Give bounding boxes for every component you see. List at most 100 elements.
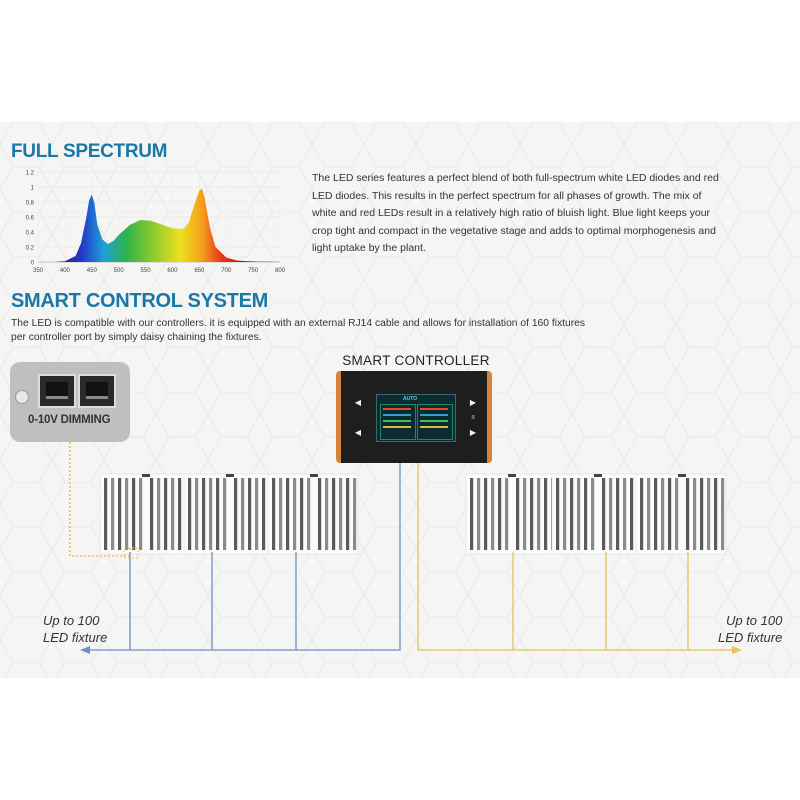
right-fixture-count-label: Up to 100 LED fixture	[718, 612, 782, 646]
controller-right-arrow-button[interactable]: ▶	[469, 428, 477, 437]
spectrum-description: The LED series features a perfect blend …	[312, 170, 792, 258]
led-bar	[470, 478, 474, 550]
controller-left-arrow-button[interactable]: ◀	[354, 428, 362, 437]
smart-control-intro: The LED is compatible with our controlle…	[11, 317, 611, 345]
led-bar	[300, 478, 304, 550]
fixture-driver	[310, 474, 318, 477]
fixture-driver	[226, 474, 234, 477]
led-bar	[675, 478, 679, 550]
led-bar	[693, 478, 697, 550]
led-bar	[216, 478, 220, 550]
x-tick-label: 450	[87, 268, 98, 274]
led-bar	[623, 478, 627, 550]
x-tick-label: 750	[248, 268, 259, 274]
led-bar	[714, 478, 718, 550]
led-bar	[700, 478, 704, 550]
led-bar	[241, 478, 245, 550]
led-bar	[346, 478, 350, 550]
smart-control-heading: SMART CONTROL SYSTEM	[11, 290, 268, 312]
led-bar	[686, 478, 690, 550]
led-bar	[188, 478, 192, 550]
fixture-driver	[142, 474, 150, 477]
controller-menu-button[interactable]: ≡	[471, 415, 475, 421]
led-bar	[286, 478, 290, 550]
led-bar	[556, 478, 560, 550]
led-bar	[157, 478, 161, 550]
led-bar	[223, 478, 227, 550]
description-line: LED diodes. This results in the perfect …	[312, 189, 702, 202]
led-bar	[111, 478, 115, 550]
description-line: The LED series features a perfect blend …	[312, 172, 719, 184]
led-bar	[209, 478, 213, 550]
led-bar	[516, 478, 520, 550]
led-bar	[591, 478, 595, 550]
led-fixture	[551, 473, 643, 555]
x-tick-label: 600	[167, 268, 178, 274]
x-tick-label: 800	[275, 268, 286, 274]
led-fixture	[267, 473, 359, 555]
led-bar	[570, 478, 574, 550]
tag-line: LED fixture	[718, 630, 783, 645]
controller-left-arrow-button[interactable]: ◀	[354, 398, 362, 407]
led-bar	[505, 478, 509, 550]
port-screw	[15, 390, 29, 404]
led-bar	[484, 478, 488, 550]
screen-status: AUTO	[403, 396, 418, 402]
description-line: crop tight and compact in the vegetative…	[312, 224, 716, 237]
controller-right-arrow-button[interactable]: ▶	[469, 398, 477, 407]
led-bar	[668, 478, 672, 550]
led-bar	[577, 478, 581, 550]
led-bar	[262, 478, 266, 550]
led-bar	[171, 478, 175, 550]
led-bar	[325, 478, 329, 550]
y-tick-label: 0.4	[26, 231, 35, 237]
led-bar	[202, 478, 206, 550]
fixture-driver	[678, 474, 686, 477]
led-bar	[339, 478, 343, 550]
rj14-port-icon[interactable]	[78, 374, 116, 408]
y-tick-label: 0.6	[26, 216, 35, 222]
led-bar	[498, 478, 502, 550]
led-bar	[164, 478, 168, 550]
led-bar	[248, 478, 252, 550]
led-bar	[537, 478, 541, 550]
led-bar	[104, 478, 108, 550]
led-bar	[707, 478, 711, 550]
intro-line: per controller port by simply daisy chai…	[11, 332, 262, 343]
rj14-port-icon[interactable]	[38, 374, 76, 408]
intro-line: The LED is compatible with our controlle…	[11, 318, 586, 329]
y-tick-label: 1.2	[26, 171, 35, 177]
smart-controller: ◀ ◀ ▶ ▶ ≡ AUTO	[336, 371, 492, 463]
led-fixture	[183, 473, 275, 555]
led-bar	[139, 478, 143, 550]
x-tick-label: 700	[221, 268, 232, 274]
dimming-port-module	[10, 362, 130, 442]
x-tick-label: 500	[114, 268, 125, 274]
port-label: 0-10V DIMMING	[28, 414, 111, 426]
led-bar	[523, 478, 527, 550]
led-fixture	[465, 473, 557, 555]
led-bar	[272, 478, 276, 550]
led-bar	[293, 478, 297, 550]
led-bar	[654, 478, 658, 550]
led-bar	[332, 478, 336, 550]
led-bar	[530, 478, 534, 550]
led-bar	[584, 478, 588, 550]
description-line: light uptake by the plant.	[312, 242, 426, 254]
fixture-driver	[508, 474, 516, 477]
description-line: white and red LEDs result in a relativel…	[312, 207, 711, 219]
x-tick-label: 550	[141, 268, 152, 274]
left-fixture-count-label: Up to 100 LED fixture	[43, 612, 107, 646]
led-bar	[150, 478, 154, 550]
led-bar	[178, 478, 182, 550]
full-spectrum-heading: FULL SPECTRUM	[11, 141, 168, 162]
controller-screen: AUTO	[376, 394, 456, 442]
fixture-driver	[594, 474, 602, 477]
blue-arrow-icon	[80, 646, 90, 654]
controller-title: SMART CONTROLLER	[342, 353, 490, 368]
led-bar	[721, 478, 725, 550]
spectrum-area	[54, 188, 280, 262]
led-bar	[234, 478, 238, 550]
